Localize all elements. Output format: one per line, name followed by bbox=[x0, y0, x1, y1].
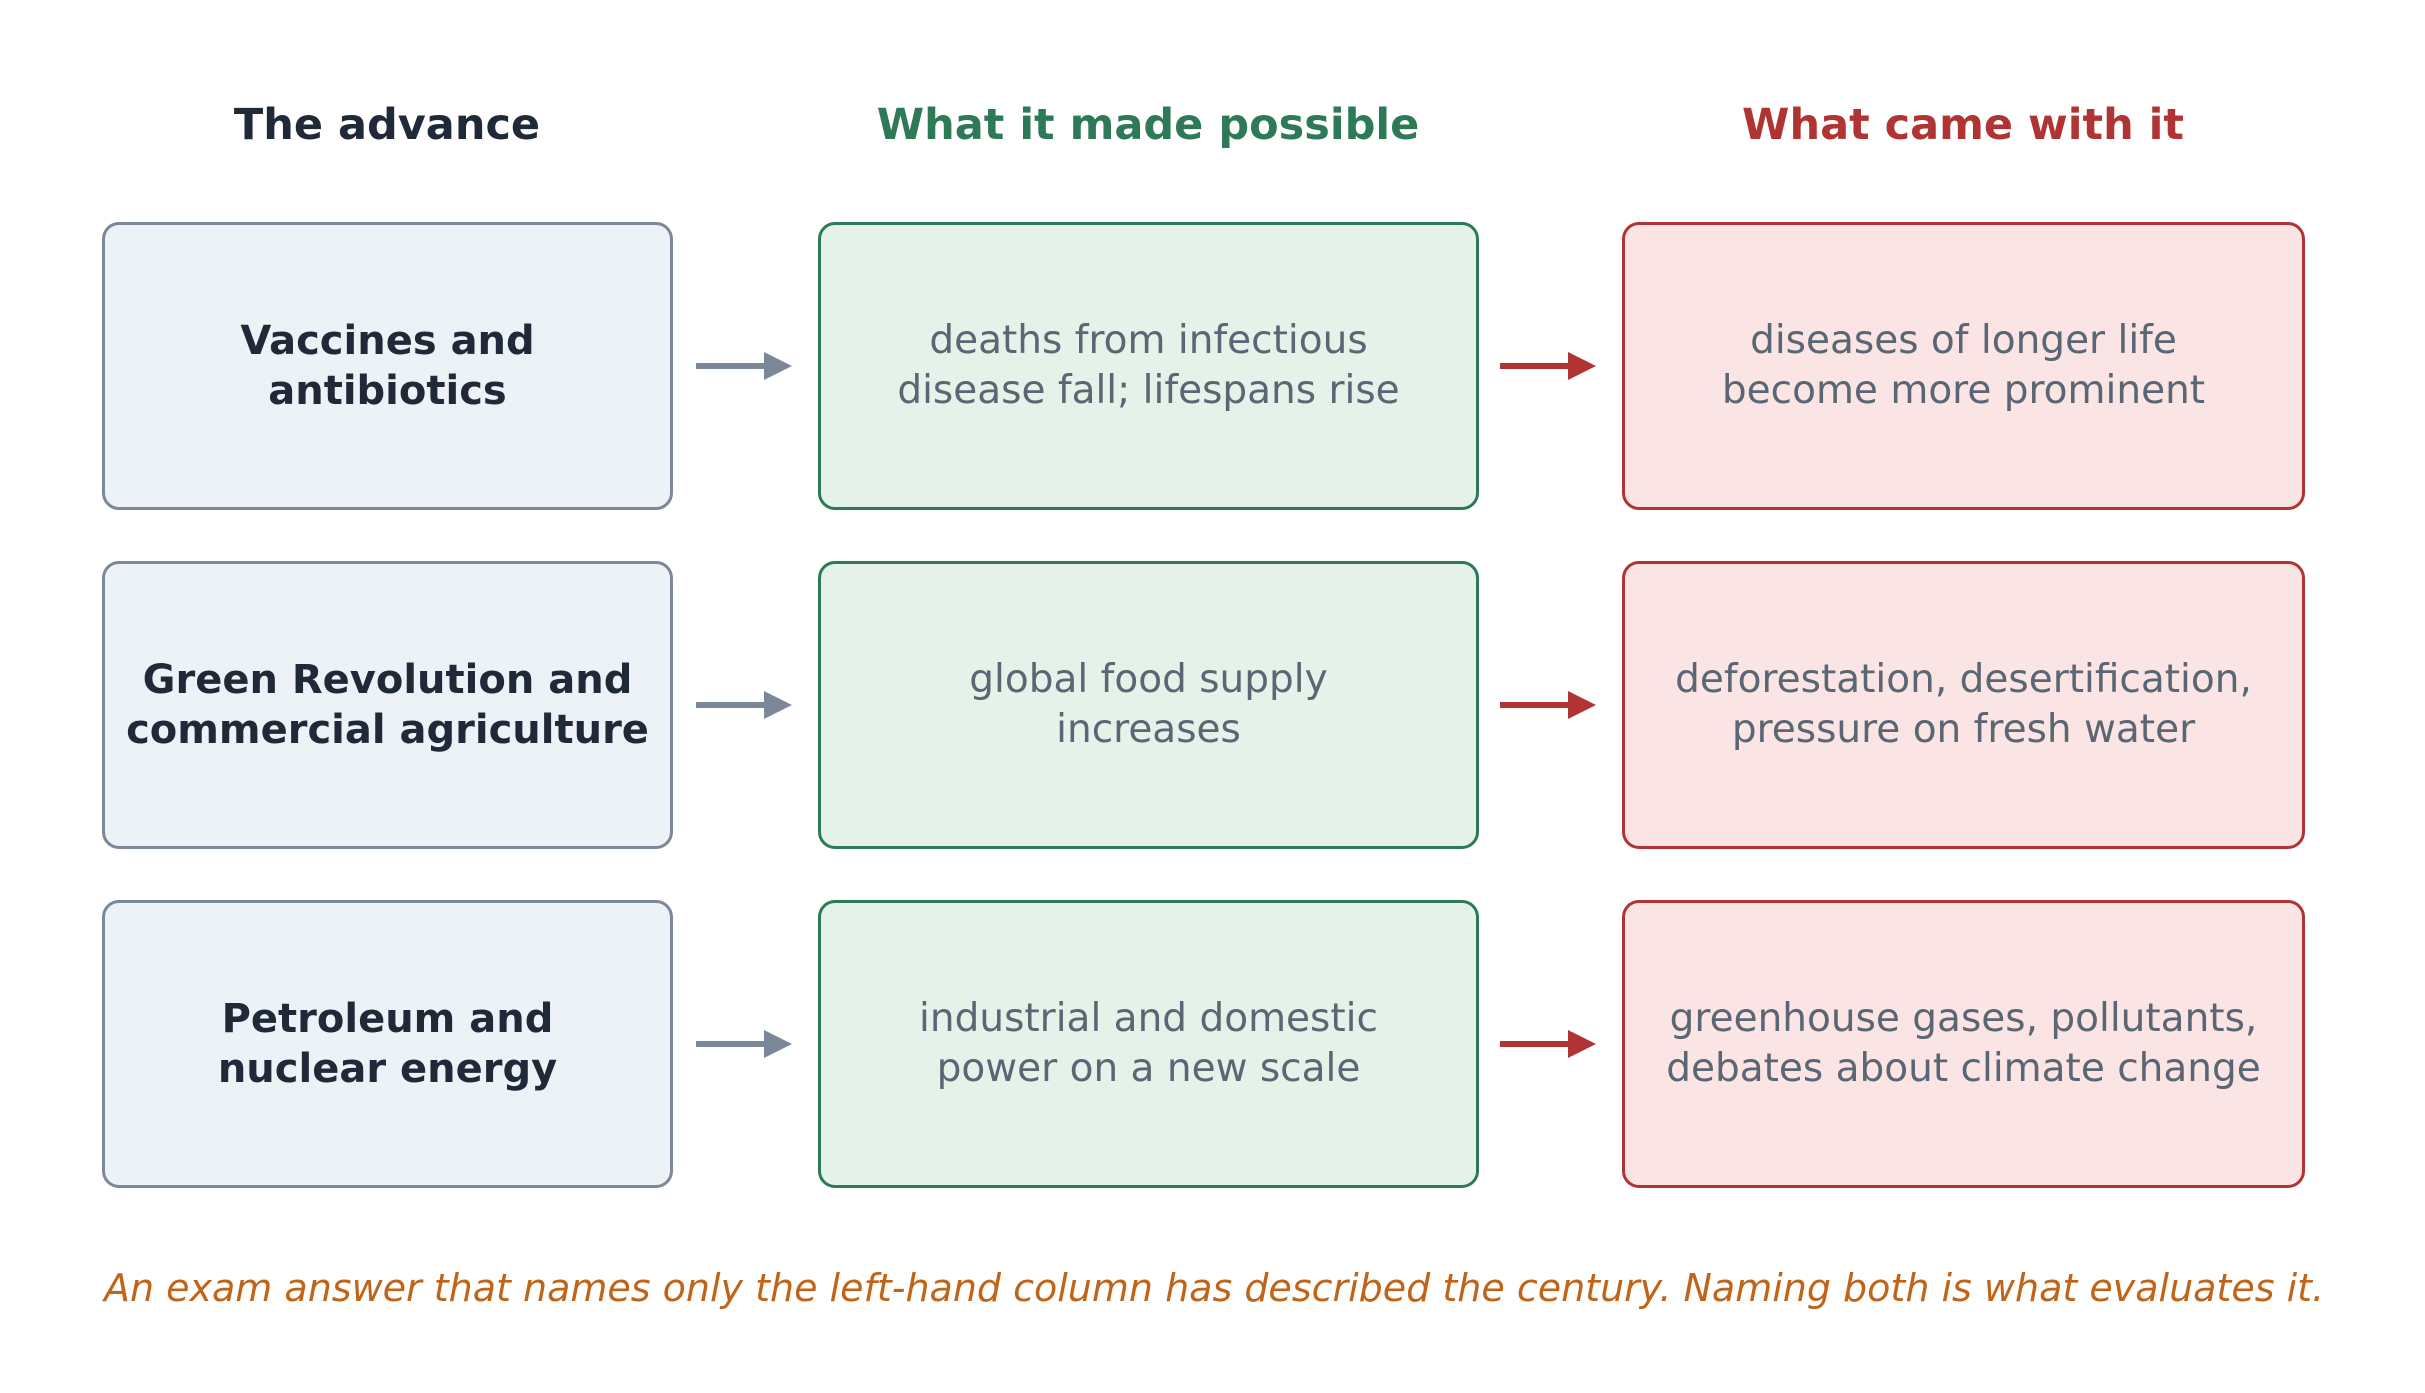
possible-text-line: industrial and domestic bbox=[919, 996, 1378, 1041]
arrow-right-icon bbox=[696, 1030, 792, 1058]
advance-label-line: nuclear energy bbox=[217, 1046, 558, 1092]
advance-box-petroleum-nuclear: Petroleum and nuclear energy bbox=[102, 900, 673, 1188]
advance-label-line: commercial agriculture bbox=[126, 707, 649, 753]
possible-box-food-supply: global food supply increases bbox=[818, 561, 1479, 849]
footnote: An exam answer that names only the left-… bbox=[104, 1266, 2325, 1310]
came-text-line: deforestation, desertification, bbox=[1675, 657, 2252, 702]
advance-label-line: Petroleum and bbox=[221, 996, 554, 1042]
arrow-right-icon bbox=[696, 352, 792, 380]
came-text-line: greenhouse gases, pollutants, bbox=[1669, 996, 2258, 1041]
came-box-greenhouse-gases: greenhouse gases, pollutants, debates ab… bbox=[1622, 900, 2305, 1188]
came-box-longer-life-diseases: diseases of longer life become more prom… bbox=[1622, 222, 2305, 510]
column-header-came-with-it: What came with it bbox=[1742, 100, 2184, 150]
possible-text-line: global food supply bbox=[969, 657, 1328, 702]
possible-text-line: deaths from infectious bbox=[929, 318, 1368, 363]
possible-box-lifespans: deaths from infectious disease fall; lif… bbox=[818, 222, 1479, 510]
advance-box-vaccines: Vaccines and antibiotics bbox=[102, 222, 673, 510]
possible-box-power: industrial and domestic power on a new s… bbox=[818, 900, 1479, 1188]
advance-box-green-revolution: Green Revolution and commercial agricult… bbox=[102, 561, 673, 849]
column-header-advance: The advance bbox=[233, 100, 541, 150]
advance-label-line: Vaccines and bbox=[240, 318, 535, 364]
came-text-line: debates about climate change bbox=[1666, 1046, 2261, 1091]
arrow-right-icon bbox=[1500, 352, 1596, 380]
possible-text-line: disease fall; lifespans rise bbox=[897, 368, 1400, 413]
possible-text-line: increases bbox=[1056, 707, 1241, 752]
advance-label-line: Green Revolution and bbox=[142, 657, 633, 703]
came-text-line: become more prominent bbox=[1721, 368, 2206, 413]
came-text-line: pressure on fresh water bbox=[1731, 707, 2196, 752]
arrow-right-icon bbox=[1500, 691, 1596, 719]
came-box-deforestation: deforestation, desertification, pressure… bbox=[1622, 561, 2305, 849]
possible-text-line: power on a new scale bbox=[936, 1046, 1361, 1091]
arrow-right-icon bbox=[696, 691, 792, 719]
came-text-line: diseases of longer life bbox=[1750, 318, 2177, 363]
column-header-possible: What it made possible bbox=[876, 100, 1420, 150]
arrow-right-icon bbox=[1500, 1030, 1596, 1058]
advance-label-line: antibiotics bbox=[268, 368, 507, 414]
